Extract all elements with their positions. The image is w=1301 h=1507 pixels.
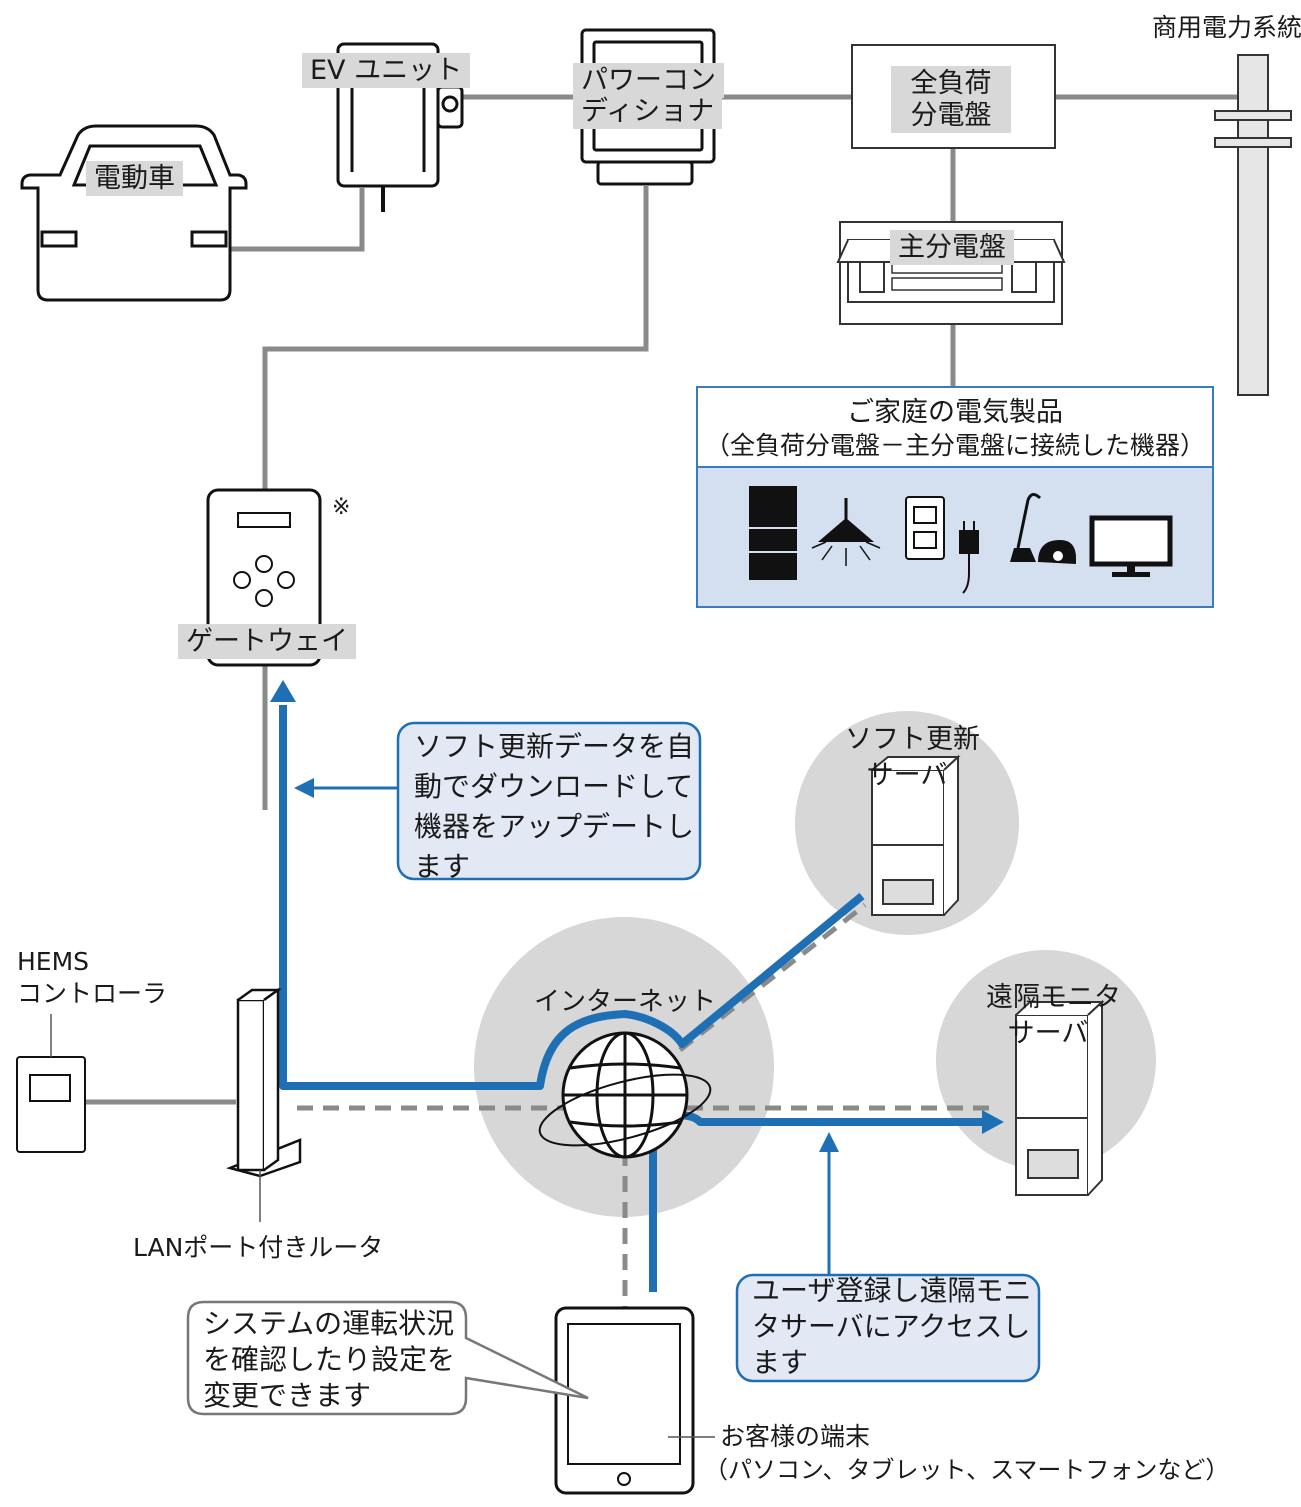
remote-monitor-server [1015, 999, 1105, 1196]
hems-label-2: コントローラ [17, 979, 168, 1008]
terminal-label-2: （パソコン、タブレット、スマートフォンなど） [704, 1456, 1230, 1484]
router-device [226, 987, 302, 1178]
remote-server-label-1: 遠隔モニタ [986, 982, 1121, 1013]
terminal-label-1: お客様の端末 [720, 1422, 871, 1451]
ev-unit-label: EV ユニット [302, 53, 471, 88]
hems-label-1: HEMS [17, 947, 90, 976]
remote-arrowhead [982, 1110, 1004, 1134]
appliance-panel-header [696, 386, 1214, 468]
grid-label: 商用電力系統 [1152, 13, 1301, 42]
status-callout-text: システムの運転状況 を確認したり設定を 変更できます [203, 1306, 455, 1414]
status-callout-line: を確認したり設定を [203, 1343, 456, 1376]
internet-globe-icon [538, 1031, 712, 1159]
status-callout-line: 変更できます [203, 1379, 372, 1412]
gateway-label: ゲートウェイ [178, 624, 356, 659]
power-conditioner-label-2: ディショナ [573, 94, 723, 129]
register-callout-line: ます [752, 1346, 809, 1379]
register-pointer-head [819, 1132, 839, 1152]
soft-server-label-1: ソフト更新 [845, 724, 980, 755]
register-callout-line: タサーバにアクセスし [752, 1310, 1031, 1343]
router-label: LANポート付きルータ [133, 1233, 384, 1262]
soft-server-label-2: サーバ [866, 760, 948, 791]
outlet-plug-icon [905, 496, 979, 594]
hems-controller-device [16, 1056, 86, 1153]
update-pointer-head [294, 778, 314, 798]
update-callout-line: ソフト更新データを自 [414, 730, 695, 763]
full-load-panel-label-1: 全負荷 [891, 66, 1011, 101]
update-callout-line: ます [414, 850, 471, 883]
full-load-panel-label-2: 分電盤 [891, 98, 1011, 133]
power-conditioner-label-1: パワーコン [573, 63, 724, 98]
main-panel-label: 主分電盤 [890, 230, 1014, 265]
vacuum-cleaner-icon [1010, 493, 1076, 564]
ev-car-icon [20, 124, 248, 302]
gateway-asterisk: ※ [332, 495, 351, 520]
update-callout-box [396, 721, 702, 881]
appliances-subtitle: （全負荷分電盤－主分電盤に接続した機器） [704, 431, 1205, 460]
utility-pole [1214, 54, 1292, 396]
appliances-title: ご家庭の電気製品 [847, 397, 1063, 428]
tablet-device [554, 1306, 695, 1495]
power-wires [86, 94, 1240, 1105]
callout-pointers [312, 786, 831, 1275]
soft-update-server [871, 754, 961, 916]
update-callout-line: 動でダウンロードして [414, 770, 694, 803]
ceiling-lamp-icon [811, 498, 881, 566]
internet-label: インターネット [533, 987, 716, 1017]
remote-server-label-2: サーバ [1007, 1018, 1089, 1049]
register-callout-text: ユーザ登録し遠隔モニ タサーバにアクセスし ます [752, 1273, 1031, 1381]
refrigerator-icon [749, 486, 797, 580]
gateway-device [206, 488, 322, 667]
television-icon [1089, 515, 1173, 577]
register-callout-line: ユーザ登録し遠隔モニ [752, 1274, 1032, 1307]
update-callout-line: 機器をアップデートし [414, 810, 695, 843]
update-callout-text: ソフト更新データを自 動でダウンロードして 機器をアップデートし ます [414, 727, 694, 887]
status-callout-line: システムの運転状況 [203, 1307, 455, 1340]
status-callout-box [186, 1300, 589, 1416]
register-callout-box [735, 1273, 1041, 1383]
gateway-arrowhead [270, 680, 296, 702]
ev-car-label: 電動車 [86, 161, 183, 196]
